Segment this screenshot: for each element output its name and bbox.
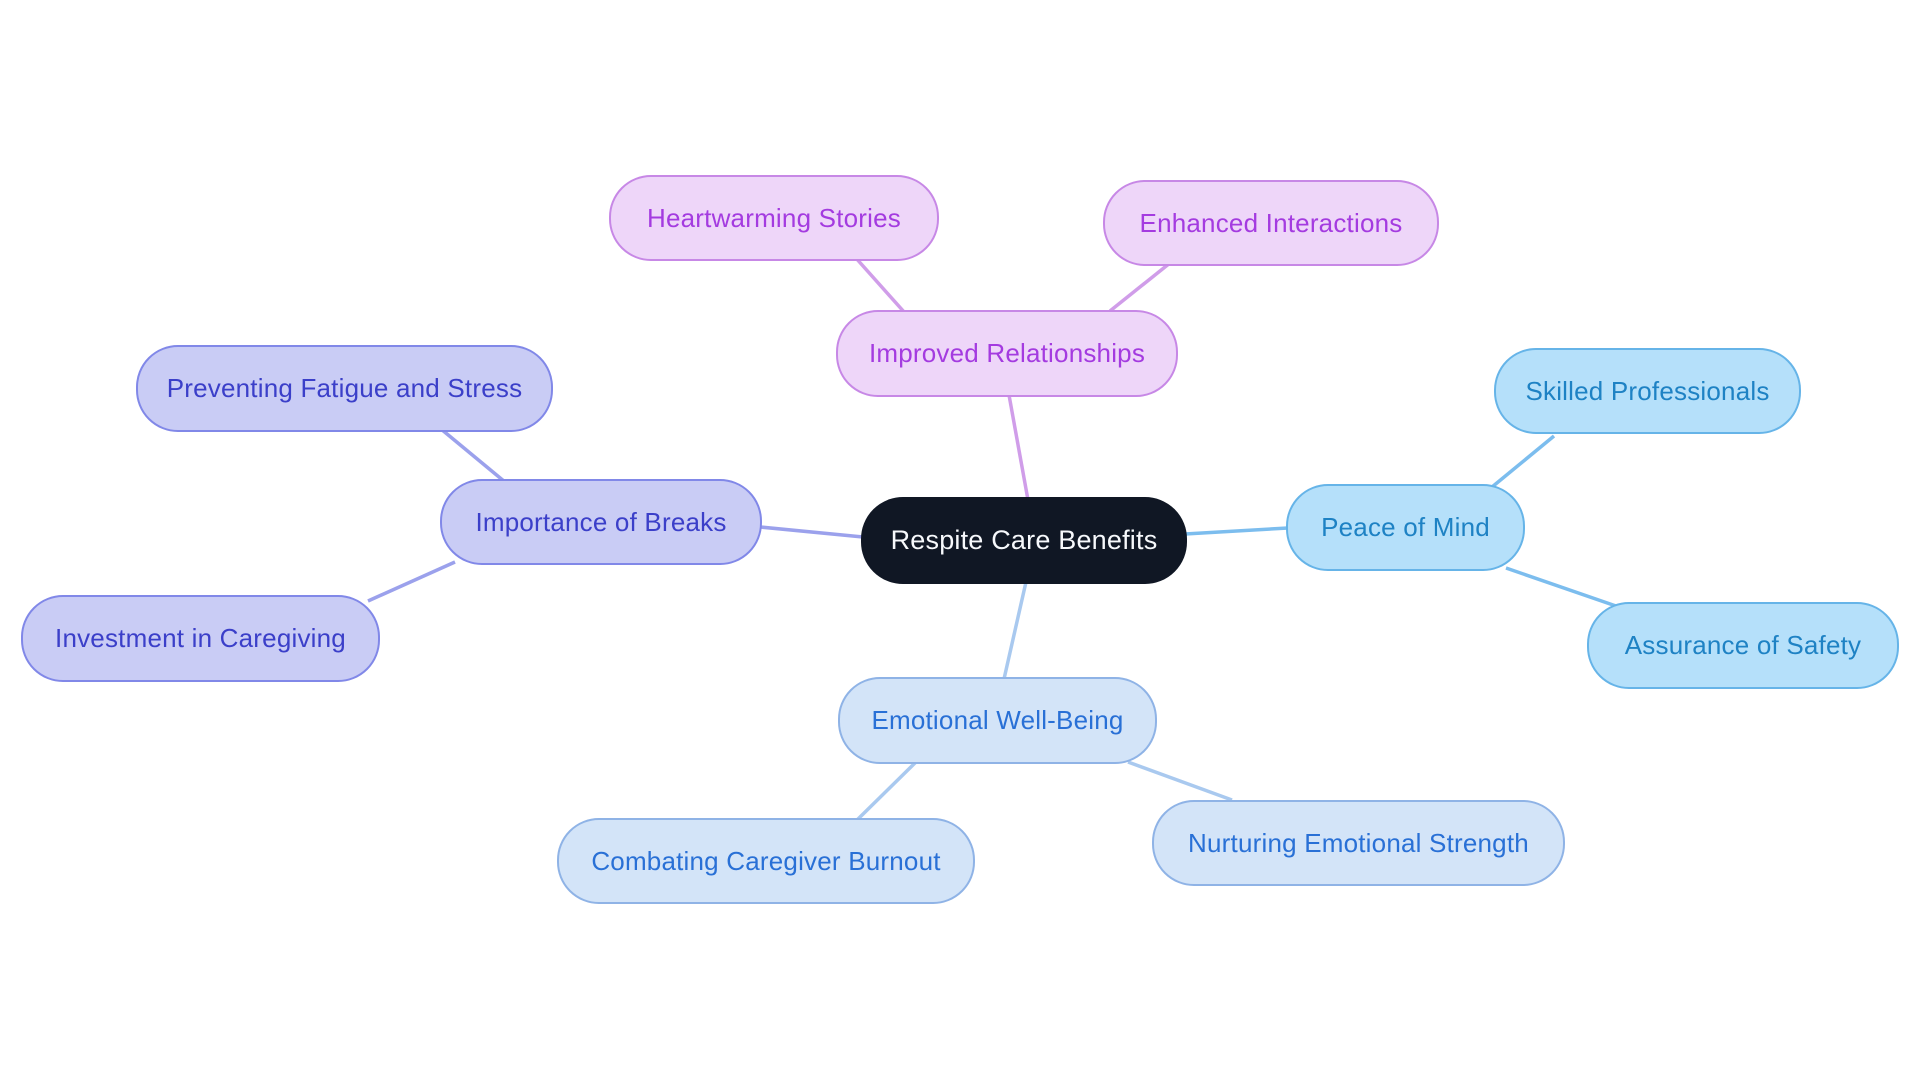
edge-breaks-preventing — [439, 427, 507, 484]
edge-emotional-nurturing — [1127, 760, 1233, 802]
node-label: Importance of Breaks — [475, 506, 727, 537]
node-label: Investment in Caregiving — [55, 623, 346, 653]
node-preventing-fatigue-and-stress[interactable]: Preventing Fatigue and Stress — [136, 345, 553, 432]
edge-breaks-investment — [367, 560, 456, 603]
node-label: Enhanced Interactions — [1139, 207, 1403, 238]
node-skilled-professionals[interactable]: Skilled Professionals — [1494, 348, 1801, 434]
node-label: Heartwarming Stories — [647, 202, 901, 233]
node-nurturing-emotional-strength[interactable]: Nurturing Emotional Strength — [1152, 800, 1565, 886]
edge-improved-heartwarming — [853, 255, 907, 315]
node-investment-in-caregiving[interactable]: Investment in Caregiving — [21, 595, 380, 682]
edge-center-importance-of-breaks — [759, 525, 864, 539]
edge-improved-enhanced — [1108, 261, 1172, 313]
node-label: Combating Caregiver Burnout — [591, 845, 941, 876]
edge-center-improved-relationships — [1007, 394, 1030, 501]
node-label: Skilled Professionals — [1525, 375, 1770, 406]
node-label: Preventing Fatigue and Stress — [166, 373, 523, 403]
node-label: Respite Care Benefits — [890, 525, 1158, 555]
node-importance-of-breaks[interactable]: Importance of Breaks — [440, 479, 762, 565]
node-enhanced-interactions[interactable]: Enhanced Interactions — [1103, 180, 1439, 266]
edge-peace-skilled — [1490, 434, 1556, 489]
node-peace-of-mind[interactable]: Peace of Mind — [1286, 484, 1525, 571]
edge-center-peace-of-mind — [1184, 526, 1289, 536]
node-respite-care-benefits[interactable]: Respite Care Benefits — [861, 497, 1187, 584]
node-label: Emotional Well-Being — [871, 705, 1124, 735]
edge-center-emotional-well-being — [1002, 581, 1028, 680]
node-improved-relationships[interactable]: Improved Relationships — [836, 310, 1178, 397]
node-label: Peace of Mind — [1321, 512, 1490, 542]
node-label: Improved Relationships — [868, 338, 1146, 368]
node-heartwarming-stories[interactable]: Heartwarming Stories — [609, 175, 939, 261]
edge-emotional-combating — [854, 759, 919, 823]
node-label: Nurturing Emotional Strength — [1188, 827, 1529, 858]
node-combating-caregiver-burnout[interactable]: Combating Caregiver Burnout — [557, 818, 975, 904]
node-emotional-well-being[interactable]: Emotional Well-Being — [838, 677, 1157, 764]
edge-peace-assurance — [1505, 566, 1617, 608]
node-assurance-of-safety[interactable]: Assurance of Safety — [1587, 602, 1899, 689]
node-label: Assurance of Safety — [1624, 630, 1862, 660]
